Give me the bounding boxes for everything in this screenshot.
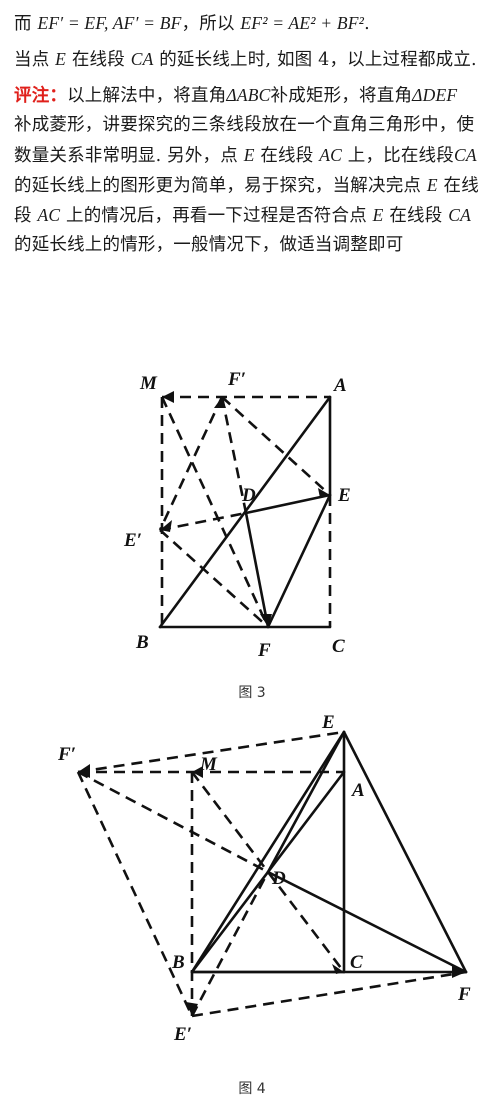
point-label-F-prime: F′ <box>227 369 246 390</box>
text-segment: . <box>364 14 370 34</box>
text-segment: 以上解法中，将直角 <box>67 86 227 106</box>
arrowhead <box>186 1002 198 1016</box>
point-label-F: F <box>457 984 471 1005</box>
point-label-D: D <box>241 485 256 506</box>
text-segment: ，所以 <box>181 14 241 34</box>
arrowhead <box>332 964 344 974</box>
arrowhead <box>452 966 466 978</box>
segment-MF <box>160 396 270 628</box>
segment-F'E' <box>76 771 194 1017</box>
arrowhead <box>318 488 330 498</box>
point-label-E: E <box>337 485 351 506</box>
text-segment: 而 <box>14 14 38 34</box>
arrowhead <box>260 614 272 627</box>
point-label-F: F <box>257 640 271 660</box>
point-label-A: A <box>333 375 347 396</box>
math-formula: EF² = AE² + BF² <box>240 13 365 33</box>
note-line-3: 数量关系非常明显. 另外，点 E 在线段 AC 上，比在线段CA <box>14 140 494 170</box>
math-symbol: E <box>55 49 67 69</box>
point-label-E-prime: E′ <box>173 1024 192 1045</box>
text-segment: 的延长线上的情形，一般情况下，做适当调整即可 <box>14 235 404 255</box>
text-segment: 在线 <box>437 176 479 196</box>
article-text: 而 EF′ = EF, AF′ = BF，所以 EF² = AE² + BF².… <box>14 8 494 260</box>
segment-F'D <box>220 396 248 514</box>
segment-EF <box>266 493 332 629</box>
arrowhead <box>162 391 174 403</box>
point-label-C: C <box>332 636 345 657</box>
point-label-D: D <box>271 868 286 889</box>
math-symbol: AC <box>37 205 61 225</box>
point-label-B: B <box>171 952 185 973</box>
point-label-E-prime: E′ <box>123 530 142 551</box>
math-symbol: E <box>243 145 255 165</box>
note-line-1: 评注：以上解法中，将直角ΔABC补成矩形，将直角ΔDEF <box>14 80 494 110</box>
segment-MC <box>190 771 346 973</box>
text-segment: 在线段 <box>254 146 320 166</box>
arrowhead <box>192 766 203 778</box>
math-symbol: CA <box>130 49 154 69</box>
text-segment: 上，比在线段 <box>341 146 454 166</box>
math-symbol: CA <box>453 145 477 165</box>
segment-EB <box>190 730 346 974</box>
segment-E'D <box>190 871 270 1017</box>
segment-F'E' <box>158 396 224 531</box>
text-segment: 当点 <box>14 50 56 70</box>
figure-3-caption: 图 3 <box>238 685 266 701</box>
note-label: 评注： <box>14 86 68 106</box>
arrowhead <box>78 764 90 778</box>
text-line-1: 而 EF′ = EF, AF′ = BF，所以 EF² = AE² + BF². <box>14 8 494 38</box>
segment-E'F <box>159 529 269 628</box>
text-segment: 在线段 <box>383 206 449 226</box>
figure-4-caption: 图 4 <box>238 1081 266 1097</box>
math-symbol: AC <box>319 145 342 165</box>
point-label-B: B <box>135 632 149 653</box>
math-symbol: ΔDEF <box>412 85 458 105</box>
note-line-6: 的延长线上的情形，一般情况下，做适当调整即可 <box>14 230 494 260</box>
arrowhead <box>214 397 226 408</box>
segment-F'D <box>77 770 269 874</box>
point-label-C: C <box>350 952 363 973</box>
text-segment: 上的情况后，再看一下过程是否符合点 <box>60 206 373 226</box>
text-segment: 数量关系非常明显. 另外，点 <box>14 146 244 166</box>
point-label-M: M <box>199 754 218 775</box>
segment-E'F <box>191 970 467 1018</box>
segment-E'D <box>159 511 247 532</box>
note-line-4: 的延长线上的图形更为简单，易于探究，当解决完点 E 在线 <box>14 170 494 200</box>
text-segment: 在线段 <box>66 50 131 70</box>
text-segment: 的延长线上时, 如图 4，以上过程都成立. <box>153 50 477 70</box>
point-label-E: E <box>321 715 335 733</box>
segment-EF <box>342 730 468 974</box>
text-segment: 补成菱形，讲要探究的三条线段放在一个直角三角形中，使 <box>14 115 475 135</box>
figure-4: E F′ M A D B C F E′ <box>0 715 504 1060</box>
note-line-5: 段 AC 上的情况后，再看一下过程是否符合点 E 在线段 CA <box>14 200 494 230</box>
figure-3-diagram: M F′ A D E E′ B F C <box>123 369 351 660</box>
text-segment: 补成矩形，将直角 <box>270 86 413 106</box>
point-label-F-prime: F′ <box>57 744 76 765</box>
segment-DE <box>244 493 332 515</box>
segment-DF <box>244 511 270 629</box>
segment-DF <box>266 870 468 974</box>
figure-3: M F′ A D E E′ B F C <box>0 360 504 660</box>
math-symbol: E <box>426 175 438 195</box>
text-segment: 的延长线上的图形更为简单，易于探究，当解决完点 <box>14 176 427 196</box>
point-label-A: A <box>351 780 365 801</box>
math-formula: EF′ = EF, AF′ = BF <box>37 13 182 33</box>
point-label-M: M <box>139 373 158 394</box>
segment-F'E <box>221 396 331 496</box>
arrowhead <box>160 520 172 532</box>
segment-F'E <box>77 730 345 774</box>
note-line-2: 补成菱形，讲要探究的三条线段放在一个直角三角形中，使 <box>14 110 494 140</box>
text-segment: 段 <box>14 206 38 226</box>
segment-DE <box>266 730 346 874</box>
math-symbol: E <box>372 205 384 225</box>
math-symbol: CA <box>448 205 471 225</box>
text-line-2: 当点 E 在线段 CA 的延长线上时, 如图 4，以上过程都成立. <box>14 44 494 74</box>
math-symbol: ΔABC <box>226 85 271 105</box>
segment-AB <box>158 395 332 629</box>
figure-4-diagram: E F′ M A D B C F E′ <box>57 715 471 1045</box>
